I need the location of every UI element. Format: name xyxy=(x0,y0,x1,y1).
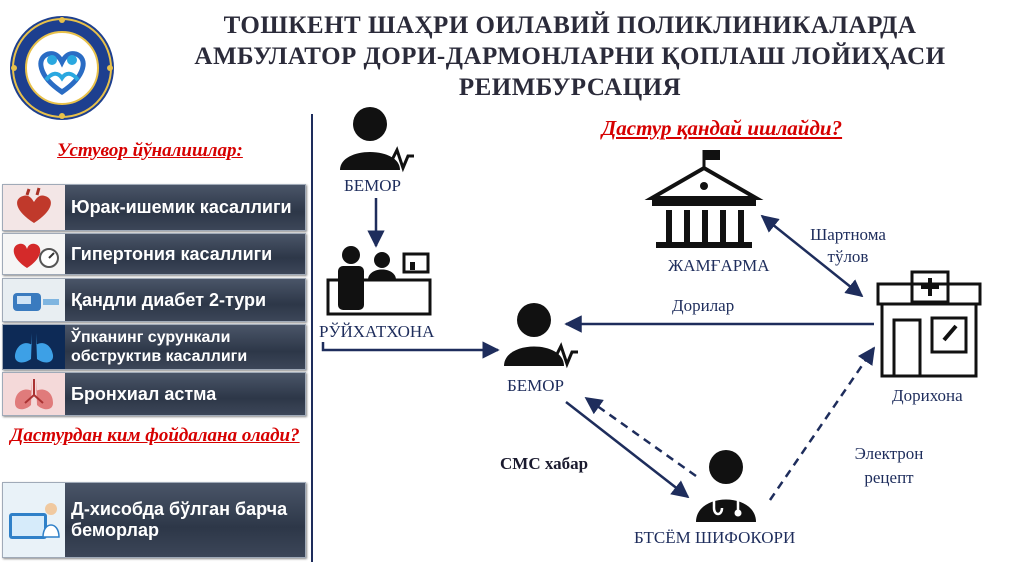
priority-item-asthma: Бронхиал астма xyxy=(2,372,306,416)
title-line-3: РЕИМБУРСАЦИЯ xyxy=(458,74,682,101)
patient-top-label: БЕМОР xyxy=(344,176,401,195)
pharmacy-label: Дорихона xyxy=(892,386,963,405)
priority-label-diabetes: Қандли диабет 2-тури xyxy=(71,289,267,310)
column-divider xyxy=(311,114,313,562)
doctor-label: БТСЁМ ШИФОКОРИ xyxy=(634,528,796,547)
reception-label: РЎЙХАТХОНА xyxy=(319,322,435,341)
doctor-tablet-icon xyxy=(3,483,65,557)
sms-label: СМС хабар xyxy=(500,454,589,473)
priorities-heading: Устувор йўналишлар: xyxy=(57,140,243,161)
fund-label: ЖАМҒАРМА xyxy=(668,256,770,275)
reception-desk-icon xyxy=(326,246,432,316)
arrow-e-prescription xyxy=(768,346,876,501)
priority-label-ischemic: Юрак-ишемик касаллиги xyxy=(71,197,292,217)
patient-top-icon xyxy=(340,107,414,173)
fund-building-icon xyxy=(644,150,764,248)
contract-payment-label: Шартнома тўлов xyxy=(810,225,886,266)
patient-center-label: БЕМОР xyxy=(507,376,564,395)
arrow-sms xyxy=(584,396,697,478)
arrow-reception-to-patient xyxy=(321,341,500,359)
patient-center-icon xyxy=(504,303,578,369)
pharmacy-building-icon xyxy=(876,270,982,378)
e-prescription-label: Электрон рецепт xyxy=(836,442,942,490)
priority-item-ischemic: Юрак-ишемик касаллиги xyxy=(2,184,306,231)
priority-label-copd: Ўпканинг сурункали обструктив касаллиги xyxy=(71,329,248,365)
e-prescription-text: Электрон рецепт xyxy=(854,444,924,487)
glucometer-icon xyxy=(3,279,65,321)
title-line-2: АМБУЛАТОР ДОРИ-ДАРМОНЛАРНИ ҚОПЛАШ ЛОЙИҲА… xyxy=(194,43,946,70)
doctor-icon xyxy=(696,450,756,522)
priority-label-asthma: Бронхиал астма xyxy=(71,383,217,404)
ministry-logo xyxy=(10,16,114,120)
title-line-1: ТОШКЕНТ ШАҲРИ ОИЛАВИЙ ПОЛИКЛИНИКАЛАРДА xyxy=(223,12,917,39)
arrow-fund-pharmacy xyxy=(760,214,864,298)
priority-item-copd: Ўпканинг сурункали обструктив касаллиги xyxy=(2,324,306,370)
page-title: ТОШКЕНТ ШАҲРИ ОИЛАВИЙ ПОЛИКЛИНИКАЛАРДА А… xyxy=(130,10,1010,103)
priority-item-diabetes: Қандли диабет 2-тури xyxy=(2,278,306,322)
priority-item-hypertension: Гипертония касаллиги xyxy=(2,233,306,275)
beneficiary-item: Д-хисобда бўлган барча беморлар xyxy=(2,482,306,558)
beneficiary-label: Д-хисобда бўлган барча беморлар xyxy=(71,499,288,540)
beneficiaries-heading: Дастурдан ким фойдалана олади? xyxy=(10,425,300,446)
heart-pressure-icon xyxy=(3,234,65,274)
priority-label-hypertension: Гипертония касаллиги xyxy=(71,243,273,264)
lungs-icon xyxy=(3,325,65,369)
how-it-works-heading: Дастур қандай ишлайди? xyxy=(601,116,843,140)
bronchi-icon xyxy=(3,373,65,415)
heart-anatomy-icon xyxy=(3,185,65,230)
medicines-label: Дорилар xyxy=(672,296,735,315)
arrow-patient-to-doctor xyxy=(565,401,690,499)
